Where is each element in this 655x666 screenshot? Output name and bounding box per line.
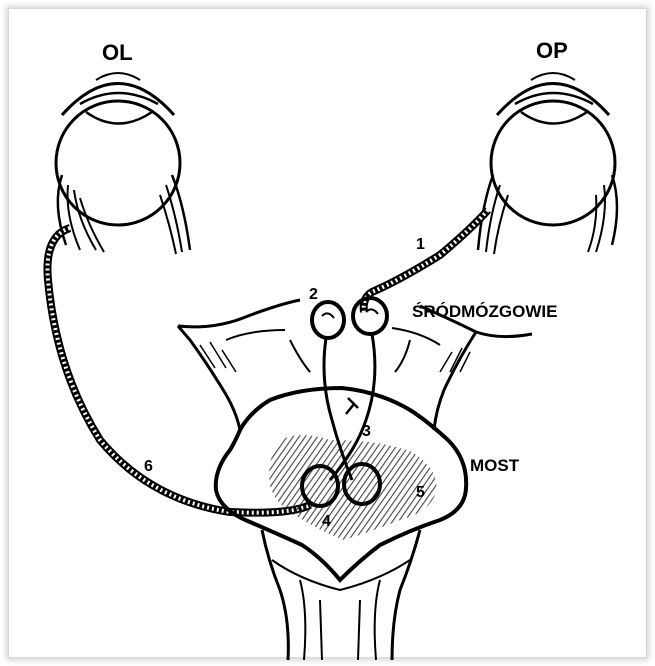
midbrain-label: ŚRÓDMÓZGOWIE — [412, 302, 557, 322]
left-eye — [56, 73, 190, 254]
label-number-6: 6 — [144, 458, 153, 476]
right-eye — [478, 73, 617, 254]
left-eye-label: OL — [102, 40, 133, 66]
label-number-5: 5 — [416, 484, 425, 502]
label-number-2: 2 — [309, 286, 318, 304]
right-eye-label: OP — [536, 38, 568, 64]
label-number-1: 1 — [416, 236, 425, 254]
label-number-3: 3 — [362, 423, 371, 441]
label-number-4: 4 — [322, 513, 331, 531]
midbrain-nuclei — [312, 298, 387, 338]
nerve-1 — [364, 210, 488, 312]
medulla — [262, 530, 420, 660]
pons-label: MOST — [470, 456, 519, 476]
